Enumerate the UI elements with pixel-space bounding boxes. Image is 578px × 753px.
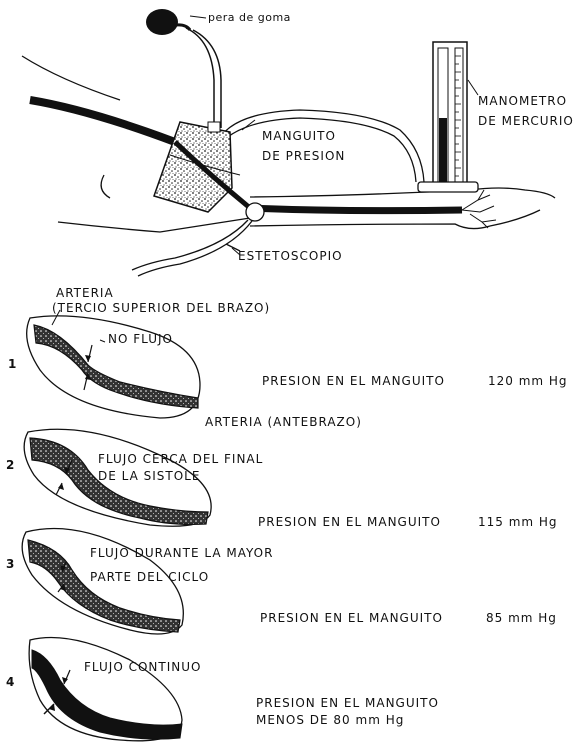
hand-vessels (462, 190, 496, 228)
stage-4-pressure-label-line2: MENOS DE 80 mm Hg (256, 714, 404, 728)
stage-1-pressure-label: PRESION EN EL MANGUITO (262, 375, 445, 389)
stage-4-number: 4 (6, 676, 15, 690)
manometer-label-line1: MANOMETRO (478, 95, 567, 109)
stage-2-pressure-value: 115 mm Hg (478, 516, 558, 530)
upper-artery-label-line1: ARTERIA (56, 287, 114, 301)
stage-4-vessel (29, 638, 182, 741)
stethoscope-label: ESTETOSCOPIO (238, 250, 343, 264)
stage-1-pressure-value: 120 mm Hg (488, 375, 568, 389)
bulb-tube (186, 28, 221, 128)
stage-4-pressure-label: PRESION EN EL MANGUITO (256, 697, 439, 711)
cuff-label-line2: DE PRESION (262, 150, 345, 164)
stethoscope (132, 203, 264, 276)
stage-3-pressure-value: 85 mm Hg (486, 612, 557, 626)
stage-2-number: 2 (6, 459, 15, 473)
stage-3-flow-label-line1: FLUJO DURANTE LA MAYOR (90, 547, 273, 561)
mercury-manometer (418, 42, 478, 192)
forearm-artery (248, 208, 462, 211)
stage-3-number: 3 (6, 558, 15, 572)
rubber-bulb (146, 9, 206, 35)
upper-artery-label-line2: (TERCIO SUPERIOR DEL BRAZO) (52, 302, 270, 316)
manometer-tube (222, 110, 424, 182)
upper-artery (30, 100, 175, 142)
stage-1-flow-label: NO FLUJO (108, 333, 173, 347)
manometer-label-line2: DE MERCURIO (478, 115, 574, 129)
stage-3-flow-label-line2: PARTE DEL CICLO (90, 571, 209, 585)
stage-4-flow-label: FLUJO CONTINUO (84, 661, 201, 675)
stage-2-flow-label-line1: FLUJO CERCA DEL FINAL (98, 453, 263, 467)
forearm-artery-label: ARTERIA (ANTEBRAZO) (205, 416, 362, 430)
cuff-label-line1: MANGUITO (262, 130, 336, 144)
stage-2-pressure-label: PRESION EN EL MANGUITO (258, 516, 441, 530)
stage-2-flow-label-line2: DE LA SISTOLE (98, 470, 200, 484)
rubber-bulb-label: pera de goma (208, 12, 291, 25)
stage-3-pressure-label: PRESION EN EL MANGUITO (260, 612, 443, 626)
stage-1-number: 1 (8, 358, 17, 372)
